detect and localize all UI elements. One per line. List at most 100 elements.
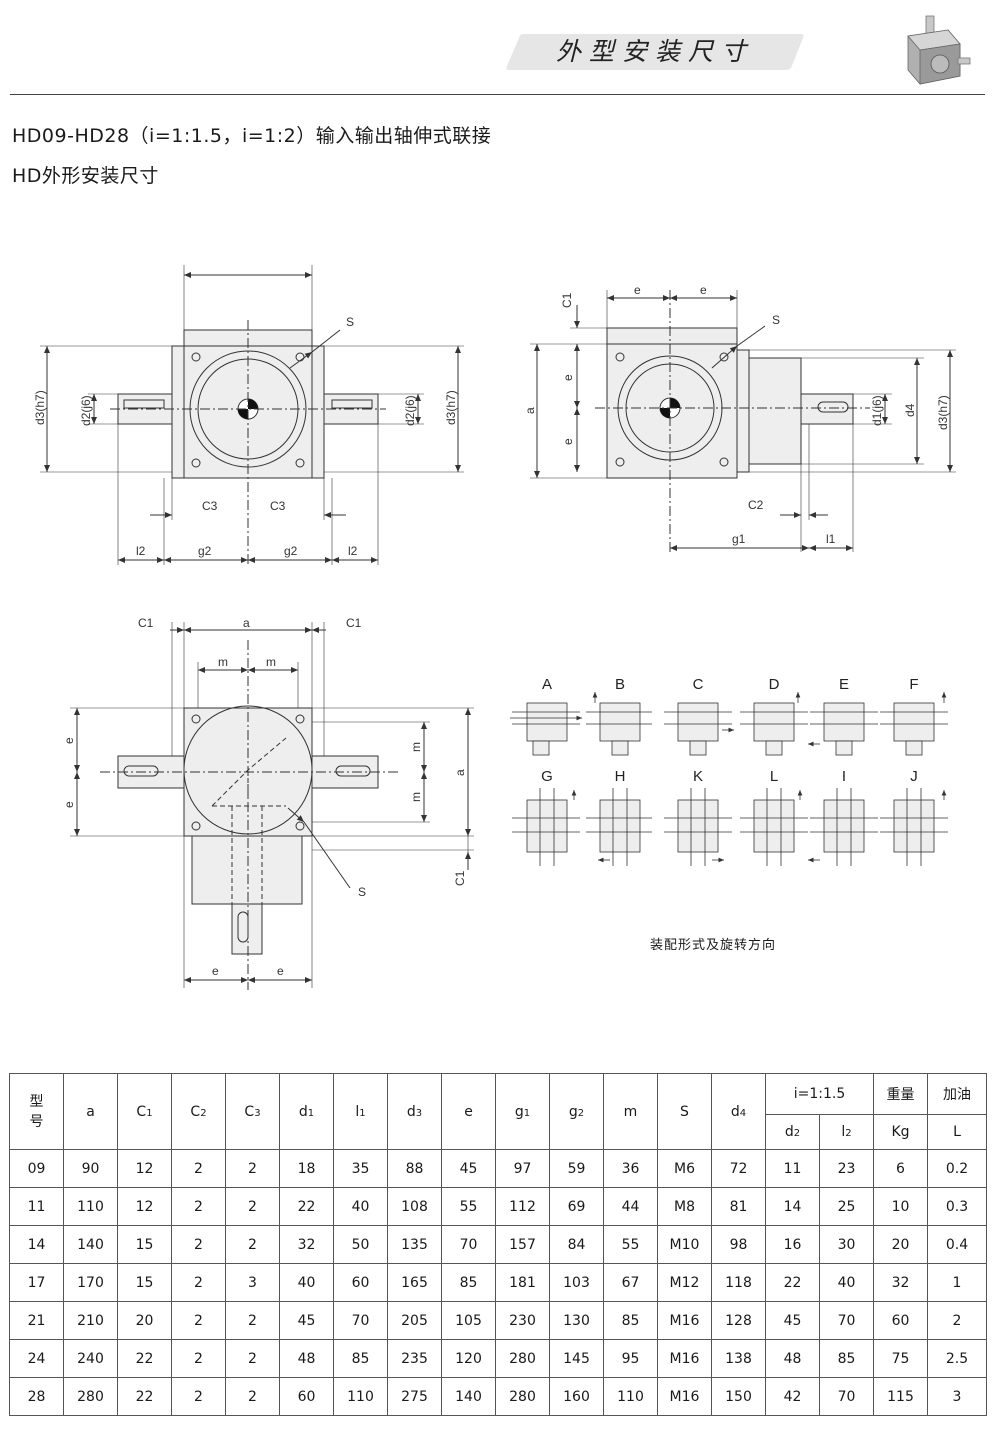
- table-subheader-row: d2 l2 Kg L: [10, 1114, 988, 1150]
- dim-c1: C1: [560, 292, 574, 308]
- table-cell: 42: [765, 1377, 820, 1416]
- table-cell: 170: [63, 1263, 118, 1302]
- table-cell: 50: [333, 1225, 388, 1264]
- table-cell: 2: [171, 1339, 226, 1378]
- table-cell: 12: [117, 1149, 172, 1188]
- table-header-row: 型号 a C1 C2 C3 d1 l1 d3 e g1 g2 m S d4 i=…: [9, 1073, 988, 1150]
- dim-e-top-left: e: [634, 283, 641, 297]
- table-cell: 130: [549, 1301, 604, 1340]
- table-cell: 0.4: [927, 1225, 988, 1264]
- dim-e-bottom-right: e: [277, 964, 284, 978]
- assembly-label-a: A: [542, 676, 552, 693]
- table-cell: 14: [9, 1225, 64, 1264]
- header-c2: C2: [171, 1073, 226, 1150]
- table-cell: 2: [171, 1187, 226, 1226]
- table-cell: 110: [603, 1377, 658, 1416]
- table-cell: 22: [279, 1187, 334, 1226]
- table-cell: 28: [9, 1377, 64, 1416]
- table-cell: M16: [657, 1377, 712, 1416]
- table-cell: 2.5: [927, 1339, 988, 1378]
- table-cell: 84: [549, 1225, 604, 1264]
- table-cell: 35: [333, 1149, 388, 1188]
- table-cell: 165: [387, 1263, 442, 1302]
- table-cell: 48: [765, 1339, 820, 1378]
- table-cell: 2: [225, 1149, 280, 1188]
- table-cell: 60: [279, 1377, 334, 1416]
- table-cell: 60: [873, 1301, 929, 1340]
- dim-c1-left: C1: [138, 616, 154, 630]
- table-cell: 108: [387, 1187, 442, 1226]
- assembly-icon-j: [880, 788, 948, 866]
- header-kg: Kg: [873, 1114, 929, 1150]
- table-cell: 15: [117, 1225, 172, 1264]
- table-cell: 140: [441, 1377, 496, 1416]
- table-cell: 205: [387, 1301, 442, 1340]
- dim-d3-left: d3(h7): [33, 390, 47, 425]
- table-cell: 140: [63, 1225, 118, 1264]
- header-a: a: [63, 1073, 118, 1150]
- table-cell: 45: [279, 1301, 334, 1340]
- table-cell: 44: [603, 1187, 658, 1226]
- assembly-label-i: I: [842, 768, 846, 785]
- table-cell: 70: [818, 1377, 875, 1416]
- assembly-icon-e: [808, 702, 878, 756]
- header-e: e: [441, 1073, 496, 1150]
- dim-e-upper: e: [561, 374, 575, 381]
- header-weight: 重量: [873, 1073, 929, 1115]
- table-cell: 70: [818, 1301, 875, 1340]
- assembly-icon-i: [808, 788, 878, 866]
- assembly-label-f: F: [909, 676, 918, 693]
- dim-m-left: m: [218, 655, 228, 669]
- table-cell: 36: [603, 1149, 658, 1188]
- dim-c3-right: C3: [270, 499, 286, 513]
- table-cell: 120: [441, 1339, 496, 1378]
- table-cell: 70: [333, 1301, 388, 1340]
- table-cell: 157: [495, 1225, 550, 1264]
- table-cell: 128: [711, 1301, 766, 1340]
- drawing-side-view: C1 e e S a e e d1(j6) d4 d3(h7) C2 g1 l1: [523, 283, 956, 555]
- table-cell: 67: [603, 1263, 658, 1302]
- table-cell: 181: [495, 1263, 550, 1302]
- header-ratio: i=1:1.5: [764, 1073, 875, 1115]
- dim-m-right: m: [266, 655, 276, 669]
- header-d2: d2: [765, 1114, 820, 1150]
- dim-l2-right: l2: [348, 544, 358, 558]
- header-oil: 加油: [927, 1073, 988, 1115]
- table-cell: 85: [603, 1301, 658, 1340]
- table-cell: 3: [927, 1377, 988, 1416]
- table-cell: 85: [818, 1339, 875, 1378]
- assembly-icon-d: [740, 692, 808, 756]
- table-cell: 280: [495, 1377, 550, 1416]
- header-model: 型号: [9, 1073, 64, 1150]
- header-c1: C1: [117, 1073, 172, 1150]
- dim-d3: d3(h7): [936, 395, 950, 430]
- table-cell: 2: [171, 1377, 226, 1416]
- assembly-icon-k: [664, 788, 732, 866]
- table-cell: 2: [171, 1149, 226, 1188]
- assembly-icon-b: [586, 692, 652, 756]
- table-cell: 138: [711, 1339, 766, 1378]
- table-cell: 110: [333, 1377, 388, 1416]
- table-cell: 95: [603, 1339, 658, 1378]
- table-cell: 2: [225, 1377, 280, 1416]
- dim-g2-right: g2: [284, 544, 298, 558]
- table-cell: 32: [873, 1263, 929, 1302]
- assembly-label-e: E: [839, 676, 849, 693]
- table-cell: 103: [549, 1263, 604, 1302]
- dim-e-upper: e: [62, 737, 76, 744]
- dim-e-top-right: e: [700, 283, 707, 297]
- dim-a-top: a: [243, 616, 250, 630]
- assembly-label-b: B: [615, 676, 625, 693]
- table-cell: 2: [225, 1301, 280, 1340]
- assembly-label-d: D: [769, 676, 780, 693]
- table-cell: 40: [818, 1263, 875, 1302]
- spec-table: 型号 a C1 C2 C3 d1 l1 d3 e g1 g2 m S d4 i=…: [9, 1073, 988, 1416]
- table-cell: 20: [873, 1225, 929, 1264]
- table-cell: 09: [9, 1149, 64, 1188]
- table-cell: 22: [765, 1263, 820, 1302]
- assembly-icon-l: [740, 788, 808, 866]
- table-cell: 230: [495, 1301, 550, 1340]
- table-cell: 14: [765, 1187, 820, 1226]
